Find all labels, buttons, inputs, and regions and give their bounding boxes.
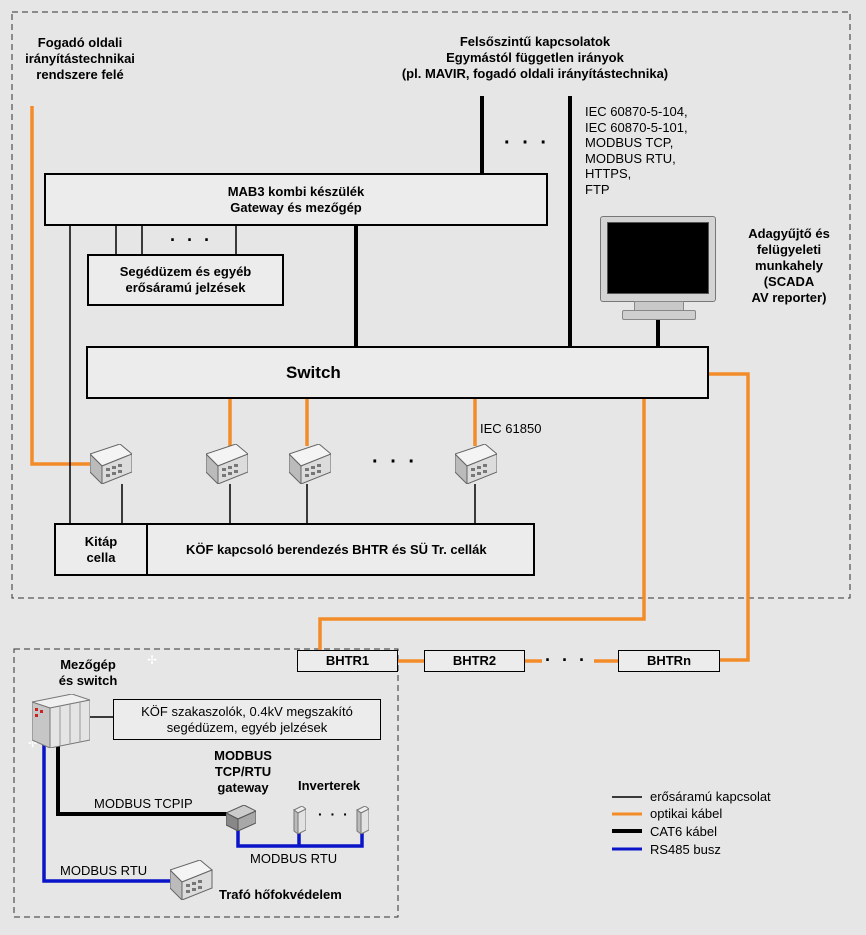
receiver-note-line: rendszere felé xyxy=(36,67,124,82)
upper-note-line: Egymástól független irányok xyxy=(446,50,624,65)
upper-note-line: Felsőszintű kapcsolatok xyxy=(459,34,611,49)
modbus-rtu-inverter-label: MODBUS RTU xyxy=(250,851,338,866)
bhtr1-box: BHTR1 xyxy=(297,650,398,672)
kof-label: KÖF kapcsoló berendezés BHTR és SÜ Tr. c… xyxy=(186,541,487,557)
workstation-line: munkahely xyxy=(755,258,823,273)
aux-line: Segédüzem és egyéb xyxy=(119,264,252,279)
kitap-cell-box: Kitáp cella xyxy=(54,523,148,576)
upper-note-line: (pl. MAVIR, fogadó oldali irányítástechn… xyxy=(401,66,669,81)
receiver-side-note: Fogadó oldali irányítástechnikai rendsze… xyxy=(15,35,145,83)
gateway-line: MODBUS xyxy=(214,748,272,763)
receiver-note-line: irányítástechnikai xyxy=(25,51,135,66)
relay-device-icon xyxy=(205,443,249,489)
protocol-item: MODBUS RTU, xyxy=(585,150,676,166)
bhtr2-label: BHTR2 xyxy=(452,653,497,668)
mab3-title: MAB3 kombi készülék xyxy=(227,183,365,199)
workstation-label: Adagyűjtő és felügyeleti munkahely (SCAD… xyxy=(726,226,852,306)
workstation-line: felügyeleti xyxy=(756,242,822,257)
field-unit-line: Mezőgép xyxy=(60,657,116,672)
field-unit-line: és switch xyxy=(58,673,118,688)
legend-rs485-label: RS485 busz xyxy=(650,842,721,857)
workstation-line: Adagyűjtő és xyxy=(748,226,830,241)
sparkle-icon: ✢ xyxy=(28,738,38,750)
trafo-relay-icon xyxy=(169,859,214,905)
optical-cable-receiver xyxy=(30,106,92,466)
gateway-line: TCP/RTU xyxy=(214,764,272,779)
workstation-line: (SCADA xyxy=(763,274,815,289)
field-signals-box: KÖF szakaszolók, 0.4kV megszakító segédü… xyxy=(113,699,381,740)
optical-cable-switch-bhtr1 xyxy=(318,398,646,652)
inverter-icon xyxy=(355,805,370,839)
protocol-item: HTTPS, xyxy=(585,166,632,181)
upper-level-note: Felsőszintű kapcsolatok Egymástól függet… xyxy=(378,34,692,82)
modbus-rtu-trafo-label: MODBUS RTU xyxy=(60,863,148,878)
workstation-line: AV reporter) xyxy=(751,290,827,305)
legend-optical-label: optikai kábel xyxy=(650,806,723,821)
relay-device-icon xyxy=(454,443,498,489)
protocol-list: IEC 60870-5-104, IEC 60870-5-101, MODBUS… xyxy=(585,104,688,197)
switch-box: Switch xyxy=(86,346,709,399)
bhtrn-label: BHTRn xyxy=(646,653,692,668)
kitap-line: cella xyxy=(86,549,116,565)
legend-power-label: erősáramú kapcsolat xyxy=(650,789,771,804)
aux-signals-box: Segédüzem és egyéb erősáramú jelzések xyxy=(87,254,284,306)
inverter-ellipsis: · · · xyxy=(318,806,350,822)
relay-device-icon xyxy=(288,443,332,489)
field-signals-line: segédüzem, egyéb jelzések xyxy=(166,719,328,735)
optical-cable-switch-bhtrn xyxy=(708,372,750,662)
aux-line: erősáramú jelzések xyxy=(125,280,246,295)
cat6-modbus-tcpip xyxy=(56,745,232,816)
aux-ellipsis: · · · xyxy=(170,230,213,250)
relay-device-icon xyxy=(89,443,133,489)
ied-ellipsis: · · · xyxy=(372,451,419,473)
monitor-icon xyxy=(600,216,716,320)
bhtr1-label: BHTR1 xyxy=(325,653,370,668)
bhtrn-box: BHTRn xyxy=(618,650,720,672)
modbus-gateway-label: MODBUS TCP/RTU gateway xyxy=(196,748,290,796)
inverters-label: Inverterek xyxy=(298,778,361,793)
uplink-ellipsis: · · · xyxy=(504,132,551,154)
receiver-note-line: Fogadó oldali xyxy=(37,35,123,50)
bhtr2-box: BHTR2 xyxy=(424,650,525,672)
protocol-item: MODBUS TCP, xyxy=(585,135,674,150)
sparkle-icon: ✢ xyxy=(147,653,158,667)
substation-dashed-border xyxy=(11,11,851,599)
protocol-item: IEC 60870-5-104, xyxy=(585,104,688,119)
protocol-item: FTP xyxy=(585,181,610,197)
mab3-subtitle: Gateway és mezőgép xyxy=(230,199,362,215)
protocol-item: IEC 60870-5-101, xyxy=(585,119,688,135)
bhtr-ellipsis: · · · xyxy=(545,650,588,670)
switch-label: Switch xyxy=(286,362,341,382)
legend-cat6-label: CAT6 kábel xyxy=(650,824,717,839)
field-controller-rack-icon xyxy=(30,693,92,753)
modbus-gateway-icon xyxy=(224,804,258,836)
rs485-modbus-rtu-trafo xyxy=(42,745,180,883)
modbus-tcpip-label: MODBUS TCPIP xyxy=(94,796,193,811)
iec61850-label: IEC 61850 xyxy=(480,421,542,436)
field-signals-line: KÖF szakaszolók, 0.4kV megszakító xyxy=(141,703,353,719)
gateway-line: gateway xyxy=(217,780,269,795)
field-unit-label: Mezőgép és switch xyxy=(38,657,138,689)
kof-switchgear-box: KÖF kapcsoló berendezés BHTR és SÜ Tr. c… xyxy=(146,523,535,576)
mab3-gateway-box: MAB3 kombi készülék Gateway és mezőgép xyxy=(44,173,548,226)
inverter-icon xyxy=(292,805,307,839)
kitap-line: Kitáp xyxy=(84,533,118,549)
field-dashed-border xyxy=(13,648,399,918)
trafo-label: Trafó hőfokvédelem xyxy=(219,887,342,902)
